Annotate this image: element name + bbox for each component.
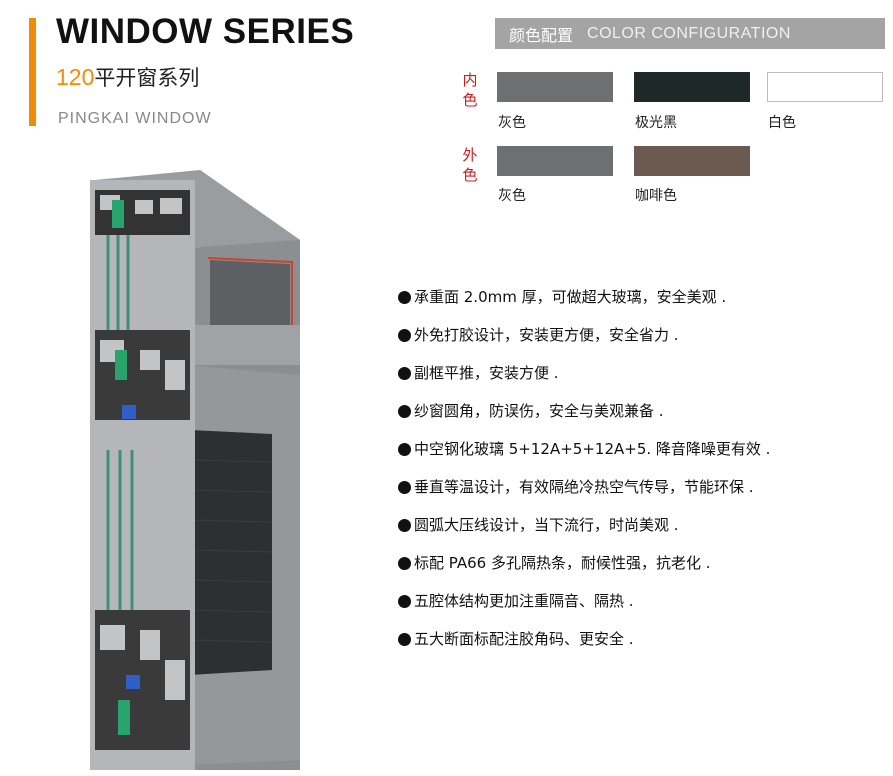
feature-text: 五大断面标配注胶角码、更安全 . xyxy=(414,630,634,648)
bullet-icon xyxy=(398,481,411,494)
bullet-icon xyxy=(398,405,411,418)
inner-label-char-2: 色 xyxy=(462,91,478,109)
color-config-title-en: COLOR CONFIGURATION xyxy=(587,24,791,42)
bullet-icon xyxy=(398,367,411,380)
inner-swatch-2 xyxy=(767,72,883,102)
outer-swatch-1-label: 咖啡色 xyxy=(635,188,677,204)
feature-text: 五腔体结构更加注重隔音、隔热 . xyxy=(414,592,634,610)
feature-item: 五腔体结构更加注重隔音、隔热 . xyxy=(398,589,770,627)
bullet-icon xyxy=(398,519,411,532)
screen-mesh xyxy=(189,459,273,643)
thermal-break-strips xyxy=(112,200,130,735)
feature-text: 标配 PA66 多孔隔热条，耐候性强，抗老化 . xyxy=(414,554,711,572)
feature-item: 中空钢化玻璃 5+12A+5+12A+5. 降音降噪更有效 . xyxy=(398,437,770,475)
feature-item: 圆弧大压线设计，当下流行，时尚美观 . xyxy=(398,513,770,551)
bullet-icon xyxy=(398,443,411,456)
inner-label-char-1: 内 xyxy=(462,71,478,89)
feature-text: 垂直等温设计，有效隔绝冷热空气传导，节能环保 . xyxy=(414,478,754,496)
feature-list: 承重面 2.0mm 厚，可做超大玻璃，安全美观 . 外免打胶设计，安装更方便，安… xyxy=(398,285,770,665)
outer-color-label: 外 色 xyxy=(459,145,481,185)
outer-swatch-0 xyxy=(497,146,613,176)
feature-item: 标配 PA66 多孔隔热条，耐候性强，抗老化 . xyxy=(398,551,770,589)
inner-swatch-2-label: 白色 xyxy=(768,115,796,131)
inner-swatch-1 xyxy=(634,72,750,102)
color-config-title-zh: 颜色配置 xyxy=(509,25,574,45)
outer-swatch-0-label: 灰色 xyxy=(498,188,526,204)
series-number: 120 xyxy=(56,64,95,90)
page-title: WINDOW SERIES xyxy=(56,12,355,51)
english-subtitle: PINGKAI WINDOW xyxy=(58,110,212,127)
bullet-icon xyxy=(398,557,411,570)
accent-bar xyxy=(29,18,36,126)
bullet-icon xyxy=(398,329,411,342)
feature-text: 中空钢化玻璃 5+12A+5+12A+5. 降音降噪更有效 . xyxy=(414,440,771,458)
feature-text: 外免打胶设计，安装更方便，安全省力 . xyxy=(414,326,679,344)
inner-swatch-1-label: 极光黑 xyxy=(635,115,677,131)
inner-swatch-0-label: 灰色 xyxy=(498,115,526,131)
outer-label-char-2: 色 xyxy=(462,166,478,184)
feature-item: 外免打胶设计，安装更方便，安全省力 . xyxy=(398,323,770,361)
upper-opening xyxy=(210,260,290,332)
feature-item: 垂直等温设计，有效隔绝冷热空气传导，节能环保 . xyxy=(398,475,770,513)
feature-text: 副框平推，安装方便 . xyxy=(414,364,559,382)
outer-swatch-1 xyxy=(634,146,750,176)
series-name: 平开窗系列 xyxy=(94,66,200,90)
color-config-header: 颜色配置 COLOR CONFIGURATION xyxy=(495,18,885,49)
feature-item: 承重面 2.0mm 厚，可做超大玻璃，安全美观 . xyxy=(398,285,770,323)
feature-item: 纱窗圆角，防误伤，安全与美观兼备 . xyxy=(398,399,770,437)
feature-text: 纱窗圆角，防误伤，安全与美观兼备 . xyxy=(414,402,664,420)
outer-label-char-1: 外 xyxy=(462,146,478,164)
inner-color-label: 内 色 xyxy=(459,70,481,110)
window-profile-illustration xyxy=(90,170,300,770)
feature-item: 五大断面标配注胶角码、更安全 . xyxy=(398,627,770,665)
inner-swatch-0 xyxy=(497,72,613,102)
bullet-icon xyxy=(398,633,411,646)
corner-keys xyxy=(122,405,140,689)
feature-text: 圆弧大压线设计，当下流行，时尚美观 . xyxy=(414,516,679,534)
bullet-icon xyxy=(398,595,411,608)
glass-panes xyxy=(106,235,134,610)
bullet-icon xyxy=(398,291,411,304)
feature-text: 承重面 2.0mm 厚，可做超大玻璃，安全美观 . xyxy=(414,288,727,306)
insect-screen xyxy=(190,430,272,675)
feature-item: 副框平推，安装方便 . xyxy=(398,361,770,399)
series-subtitle: 120平开窗系列 xyxy=(56,62,199,92)
